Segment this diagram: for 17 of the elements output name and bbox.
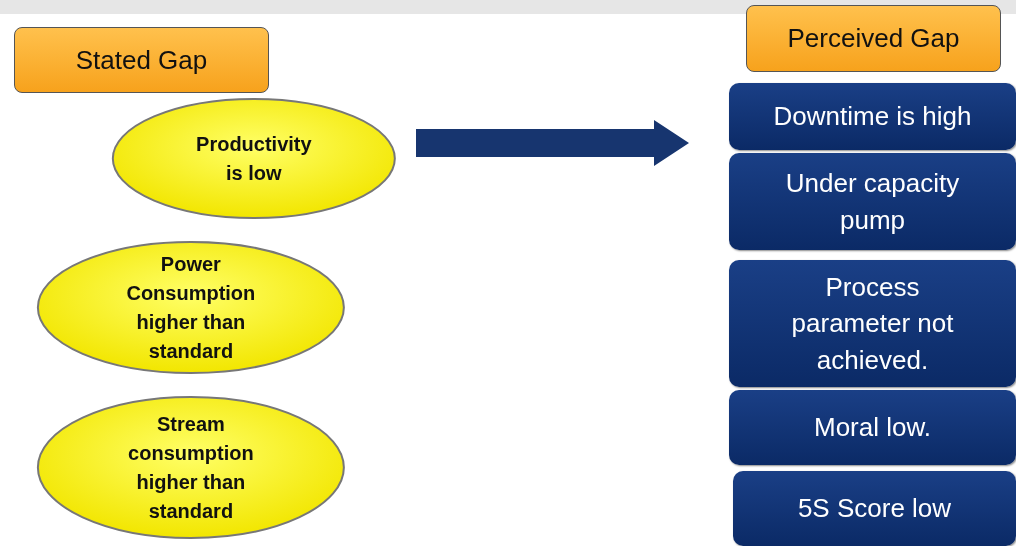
node-text: 5S Score low [797,492,952,526]
gap-box [729,83,1016,150]
node-text: Productivity is low [196,131,312,186]
gap-box [729,260,1016,387]
node-text: Under capacity pump [784,167,961,237]
gap-box [729,153,1016,250]
node-text: Moral low. [813,411,931,445]
node-text: Process parameter not achieved. [790,270,955,377]
node-text: Perceived Gap [787,23,960,54]
gap-box [729,390,1016,465]
node-text: Downtime is high [773,100,972,134]
node-text: Stated Gap [75,44,208,76]
header-box [14,27,269,93]
header-box [746,5,1001,72]
node-text: Stream consumption higher than standard [128,411,254,524]
node-text: Power Consumption higher than standard [126,251,256,364]
gap-box [733,471,1016,546]
